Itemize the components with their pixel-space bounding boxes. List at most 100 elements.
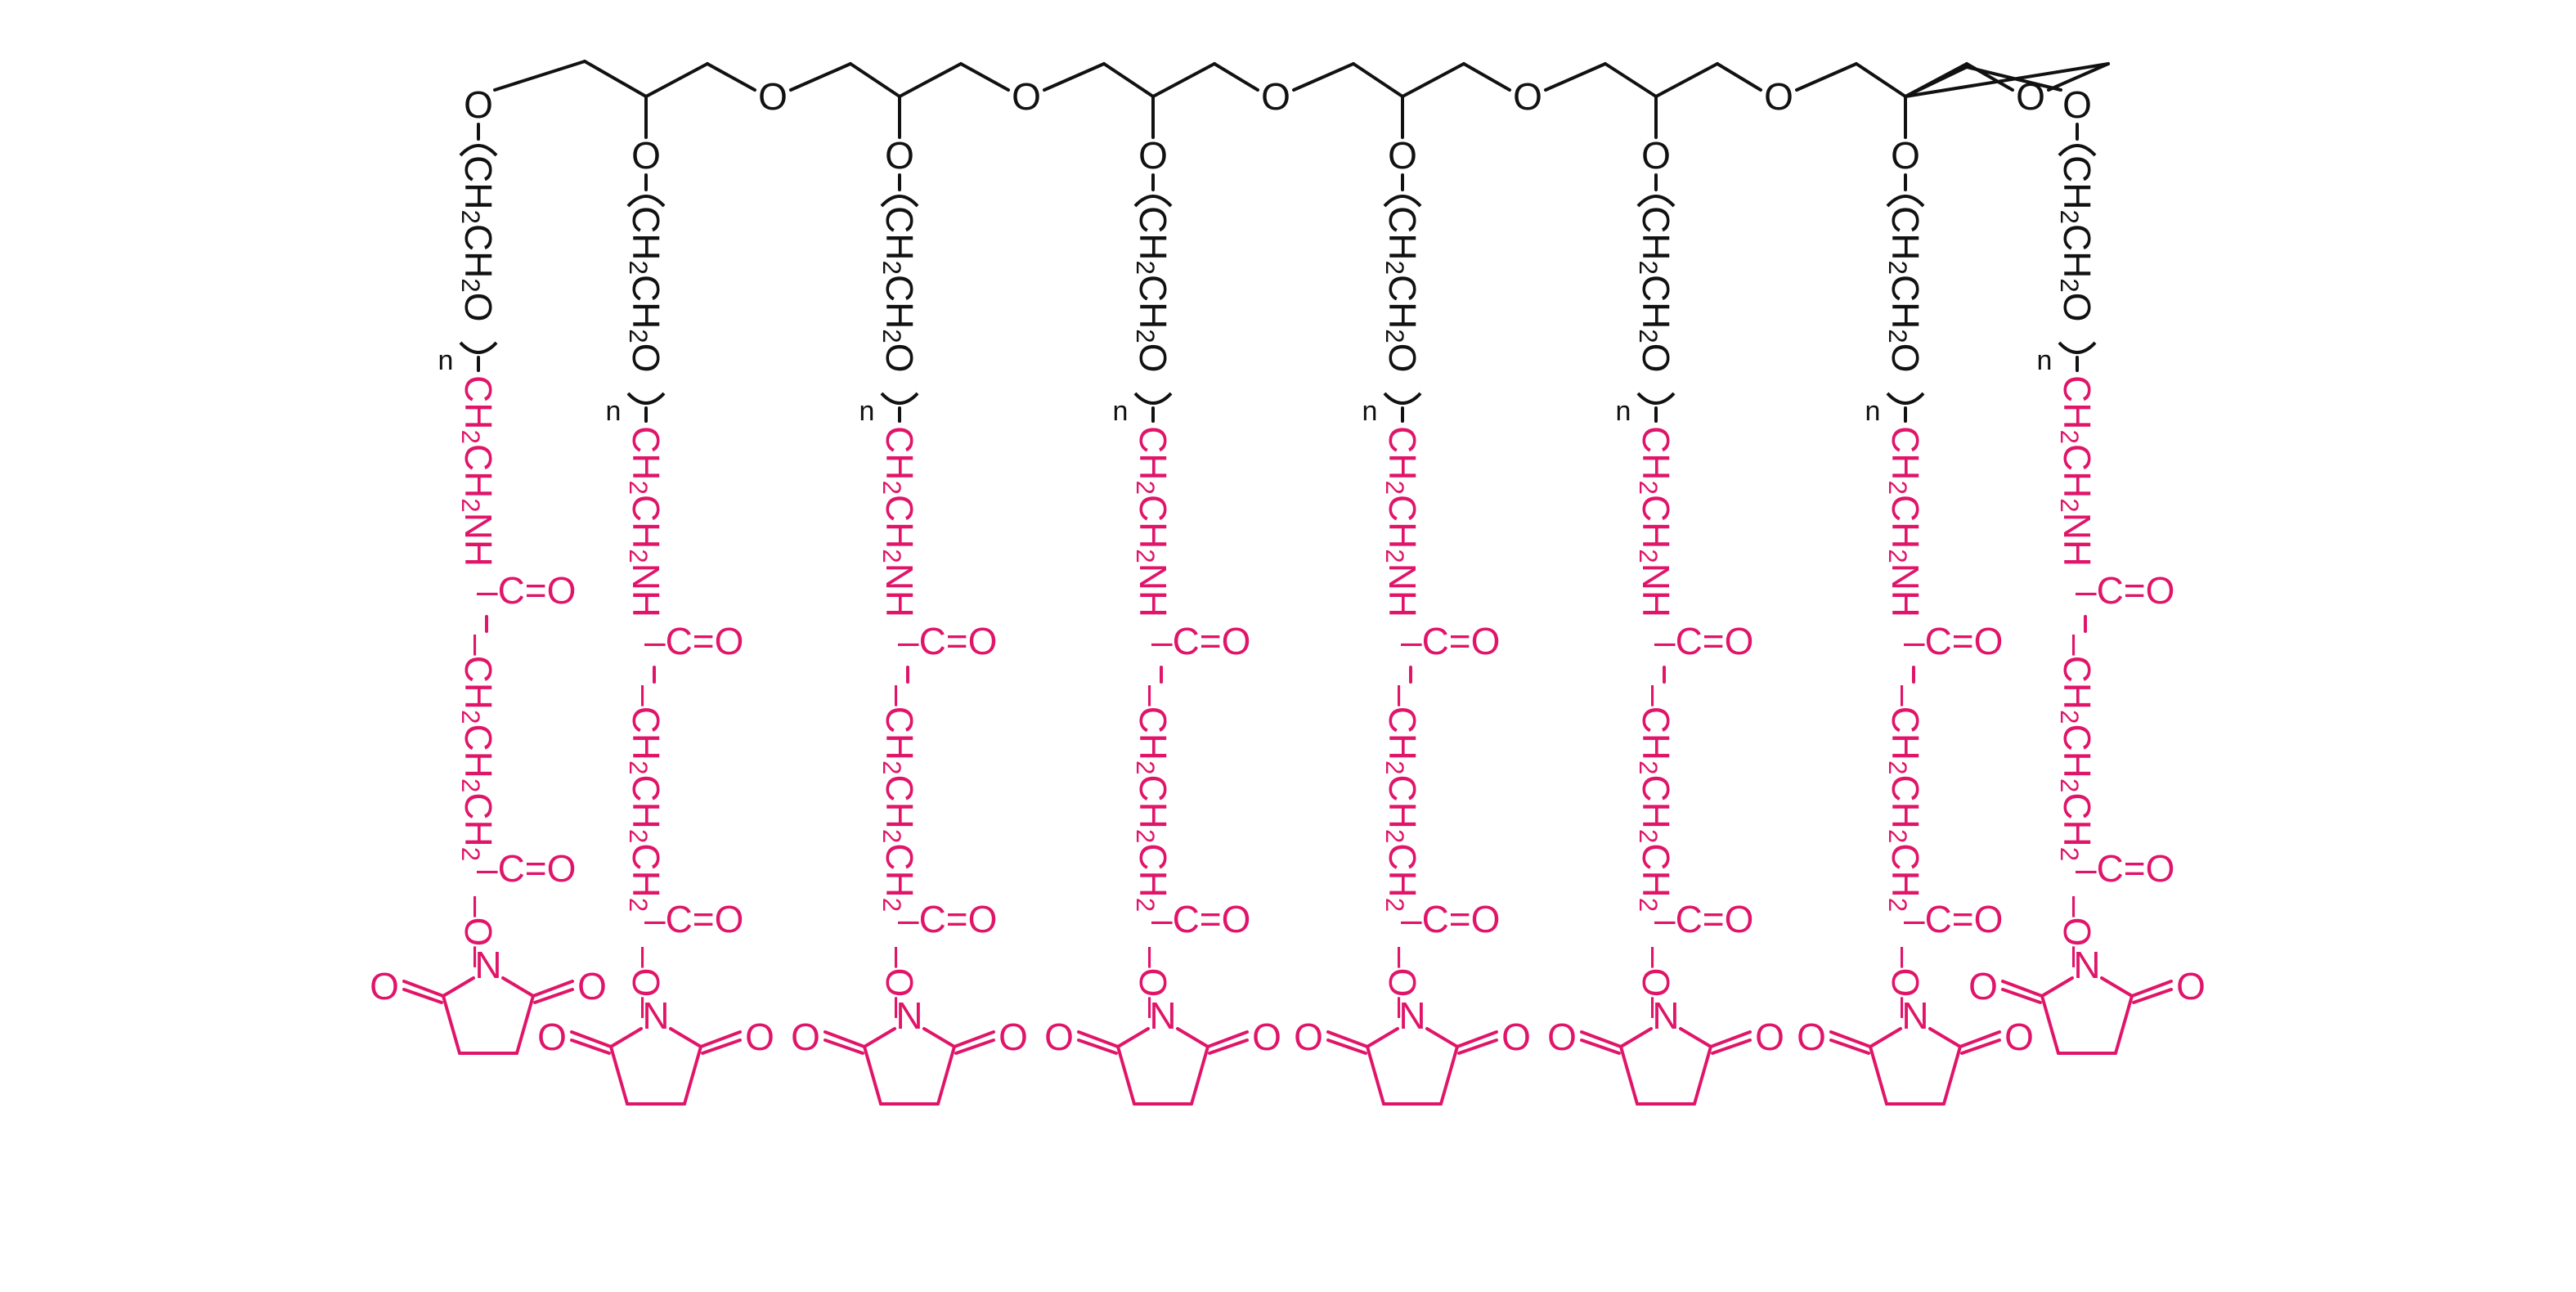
arm-ether-oxygen: O — [1891, 134, 1920, 177]
nhs-carbonyl-bond — [2132, 988, 2173, 1004]
nhs-carbonyl-oxygen: O — [791, 1016, 820, 1058]
nhs-ring-bond — [1869, 1027, 1902, 1048]
nhs-carbonyl-bond — [1326, 1030, 1369, 1048]
backbone-bond — [1654, 62, 1719, 98]
svg-text:CH2CH2NH: CH2CH2NH — [457, 375, 500, 567]
nhs-carbonyl-bond — [954, 1039, 995, 1055]
svg-text:CH2CH2O: CH2CH2O — [457, 155, 500, 321]
nhs-carbonyl-bond — [570, 1039, 611, 1055]
nhs-ring-bond — [1425, 1027, 1459, 1048]
backbone-bond — [1151, 62, 1216, 98]
svg-text:CH2CH2NH: CH2CH2NH — [625, 426, 668, 617]
amide-carbonyl: –C=O — [1151, 620, 1250, 662]
nhs-carbonyl-bond — [402, 980, 445, 998]
nhs-carbonyl-bond — [1208, 1039, 1249, 1055]
nhs-carbonyl-bond — [533, 988, 574, 1004]
svg-text:–CH2CH2CH2: –CH2CH2CH2 — [457, 635, 500, 861]
nhs-carbonyl-oxygen: O — [1755, 1016, 1784, 1058]
repeat-index: n — [606, 396, 622, 427]
repeat-bracket-open — [1636, 195, 1676, 208]
ester-carbonyl: –C=O — [477, 847, 576, 890]
peg-repeat-unit: CH2CH2O — [878, 206, 922, 372]
repeat-bracket-open — [459, 144, 498, 157]
ester-oxygen: –O– — [878, 947, 921, 1018]
nhs-carbonyl-bond — [824, 1039, 864, 1055]
backbone-bond — [1716, 62, 1762, 92]
nhs-carbonyl-bond — [1711, 1039, 1752, 1055]
repeat-bracket-close — [1886, 392, 1925, 405]
backbone-bond — [1795, 62, 1858, 92]
arm-ether-oxygen: O — [2062, 83, 2092, 126]
repeat-index: n — [1113, 396, 1129, 427]
repeat-bracket-close — [459, 341, 498, 354]
nhs-ring-bond — [1439, 1045, 1459, 1106]
repeat-bracket-close — [626, 392, 666, 405]
backbone-bond — [1213, 62, 1259, 92]
ethylamine-linker: CH2CH2NH — [1884, 426, 1928, 617]
backbone-bond — [1604, 62, 1658, 98]
svg-text:CH2CH2O: CH2CH2O — [1884, 206, 1928, 372]
nhs-carbonyl-oxygen: O — [2004, 1016, 2034, 1058]
nhs-carbonyl-oxygen: O — [1547, 1016, 1577, 1058]
amide-carbonyl: –C=O — [2076, 569, 2174, 612]
svg-text:CH2CH2NH: CH2CH2NH — [1381, 426, 1425, 617]
arm-ether-oxygen: O — [885, 134, 914, 177]
svg-text:–CH2CH2CH2: –CH2CH2CH2 — [2056, 635, 2099, 861]
svg-text:–O–: –O– — [878, 947, 921, 1018]
svg-text:–O–: –O– — [625, 947, 667, 1018]
repeat-bracket-open — [2058, 144, 2097, 157]
nhs-carbonyl-bond — [402, 988, 443, 1004]
nhs-ring-bond — [936, 1045, 956, 1106]
nhs-ring-bond — [1679, 1027, 1712, 1048]
ester-carbonyl: –C=O — [1904, 898, 2003, 940]
nhs-ring-bond — [1190, 1045, 1209, 1106]
nhs-carbonyl-oxygen: O — [1294, 1016, 1323, 1058]
backbone-bond — [583, 60, 648, 98]
svg-text:CH2CH2NH: CH2CH2NH — [1132, 426, 1175, 617]
nhs-carbonyl-oxygen: O — [1044, 1016, 1074, 1058]
backbone-bond — [1462, 62, 1511, 92]
nhs-nitrogen: N — [1901, 994, 1928, 1037]
backbone-ether-oxygen: O — [1764, 75, 1793, 118]
nhs-ring-bond — [1928, 1027, 1962, 1048]
nhs-nitrogen: N — [895, 994, 922, 1037]
arm-ether-oxygen: O — [1138, 134, 1168, 177]
peg-repeat-unit: CH2CH2O — [457, 155, 500, 321]
ester-carbonyl: –C=O — [1151, 898, 1250, 940]
nhs-carbonyl-oxygen: O — [1797, 1016, 1826, 1058]
backbone-bond — [959, 62, 1010, 92]
svg-text:CH2CH2NH: CH2CH2NH — [1884, 426, 1928, 617]
nhs-ring-bond — [1869, 1045, 1888, 1106]
peg-repeat-unit: CH2CH2O — [1884, 206, 1928, 372]
nhs-ring-bond — [683, 1045, 702, 1106]
ester-carbonyl: –C=O — [1401, 898, 1500, 940]
backbone-bond — [849, 62, 901, 98]
nhs-carbonyl-bond — [2001, 980, 2044, 998]
nhs-carbonyl-bond — [1829, 1039, 1870, 1055]
amide-carbonyl: –C=O — [1654, 620, 1753, 662]
nhs-carbonyl-oxygen: O — [2176, 965, 2206, 1007]
nhs-carbonyl-oxygen: O — [1252, 1016, 1281, 1058]
svg-text:–O–: –O– — [1132, 947, 1174, 1018]
nhs-carbonyl-oxygen: O — [577, 965, 607, 1007]
ester-carbonyl: –C=O — [2076, 847, 2174, 890]
nhs-carbonyl-bond — [532, 980, 574, 998]
nhs-ring-bond — [2040, 976, 2074, 998]
nhs-ring-bond — [2040, 994, 2060, 1055]
nhs-nitrogen: N — [642, 994, 669, 1037]
svg-text:–O–: –O– — [1381, 947, 1424, 1018]
svg-text:CH2CH2NH: CH2CH2NH — [878, 426, 922, 617]
ethylamine-linker: CH2CH2NH — [1132, 426, 1175, 617]
butyl-linker: –CH2CH2CH2 — [2056, 635, 2099, 861]
nhs-nitrogen: N — [1149, 994, 1176, 1037]
nhs-ring-bond — [609, 1045, 629, 1106]
nhs-ring-bond — [2100, 976, 2134, 998]
nhs-carbonyl-bond — [1077, 1039, 1118, 1055]
nhs-ring-bond — [669, 1027, 702, 1048]
nhs-carbonyl-oxygen: O — [999, 1016, 1028, 1058]
backbone-ether-oxygen: O — [1513, 75, 1542, 118]
repeat-bracket-close — [1636, 392, 1676, 405]
ester-carbonyl: –C=O — [644, 898, 743, 940]
